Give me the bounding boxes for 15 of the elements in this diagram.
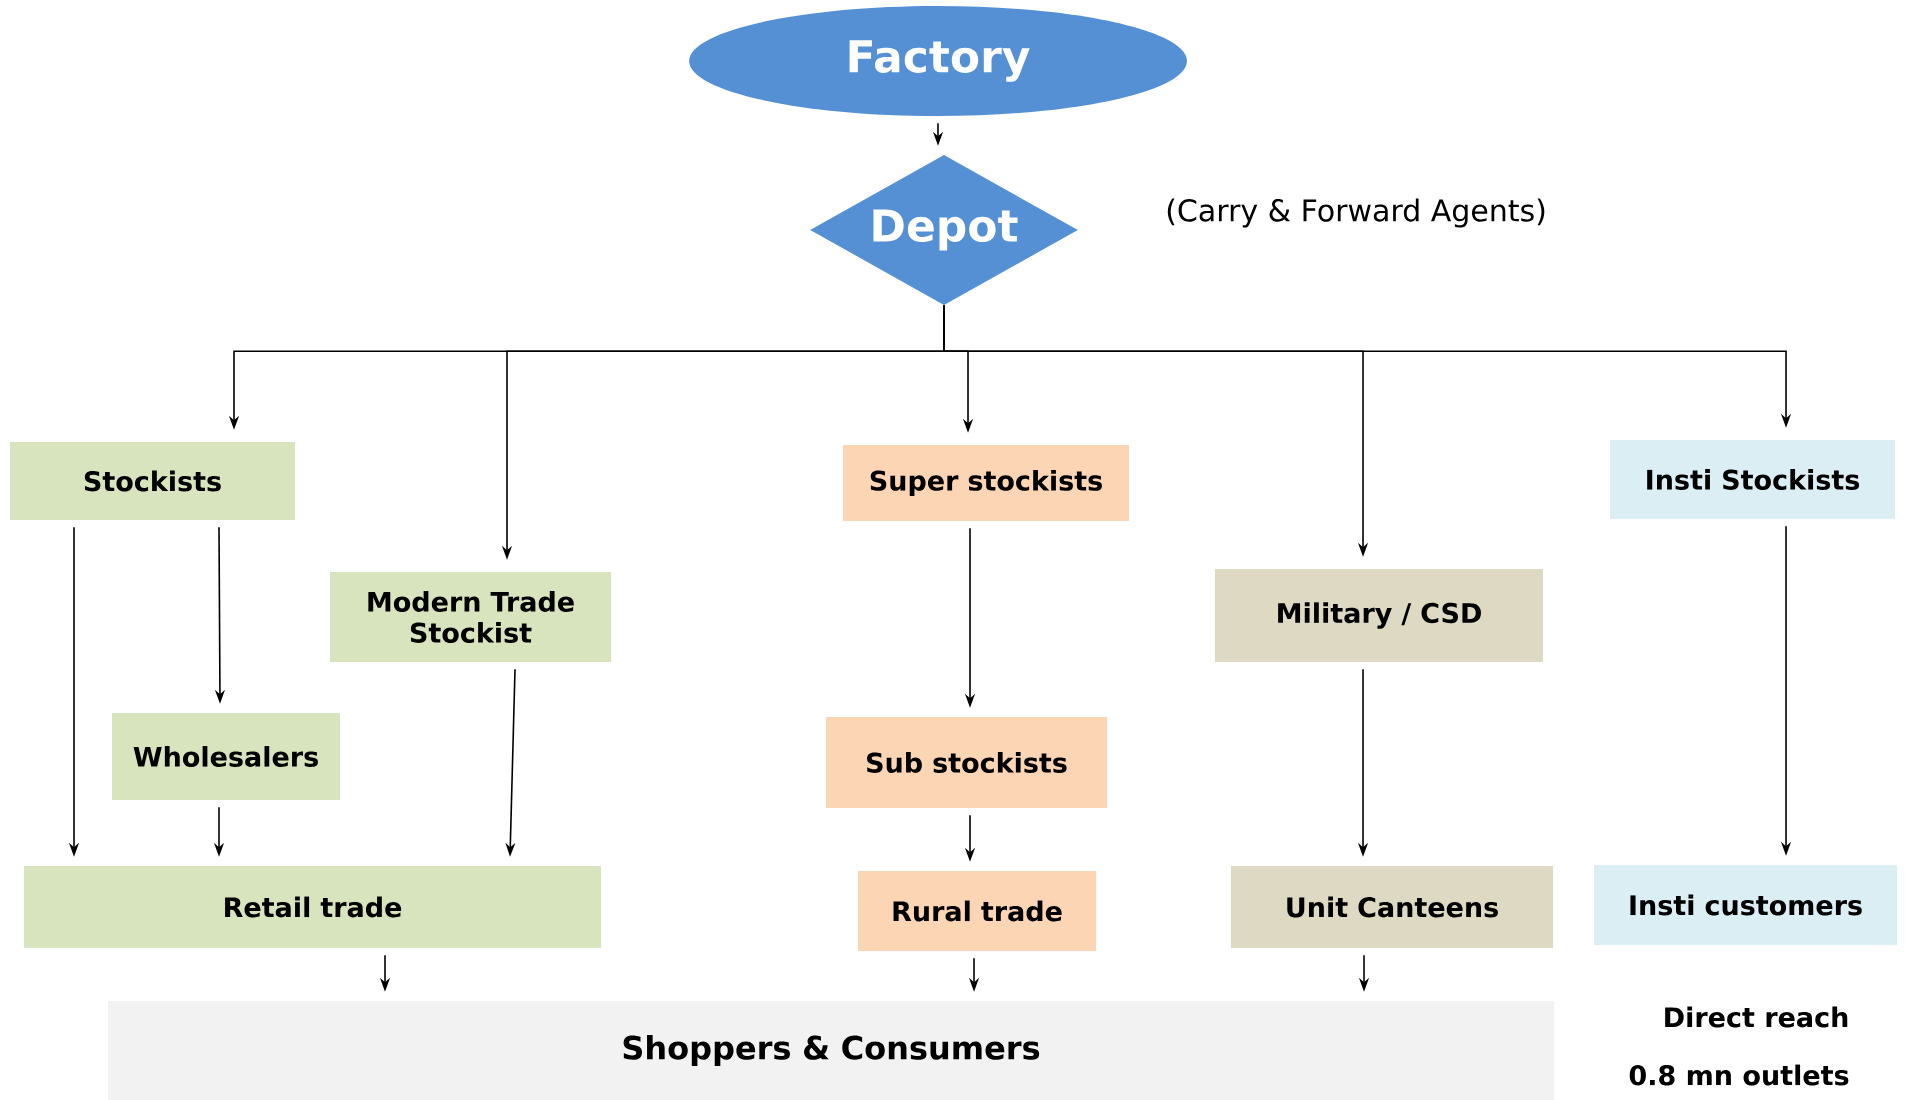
channel-box: Military / CSD (1215, 569, 1543, 662)
stockist-box: Insti Stockists (1610, 440, 1896, 519)
stockist-box: Modern Trade Stockist (330, 572, 611, 662)
customer-box: Insti customers (1594, 865, 1898, 945)
consumer-band: Shoppers & Consumers (108, 1001, 1554, 1100)
trade-box: Retail trade (24, 866, 601, 948)
trade-box: Rural trade (858, 871, 1096, 951)
stockist-box: Sub stockists (826, 717, 1107, 808)
stockist-box: Super stockists (843, 445, 1129, 521)
stockist-box: Stockists (10, 442, 295, 520)
note-text: 0.8 mn outlets (1629, 1064, 1849, 1086)
canteen-box: Unit Canteens (1231, 866, 1553, 948)
side-note: (Carry & Forward Agents) (1167, 198, 1545, 228)
wholesaler-box: Wholesalers (112, 713, 340, 800)
note-text: Direct reach (1665, 1006, 1848, 1028)
